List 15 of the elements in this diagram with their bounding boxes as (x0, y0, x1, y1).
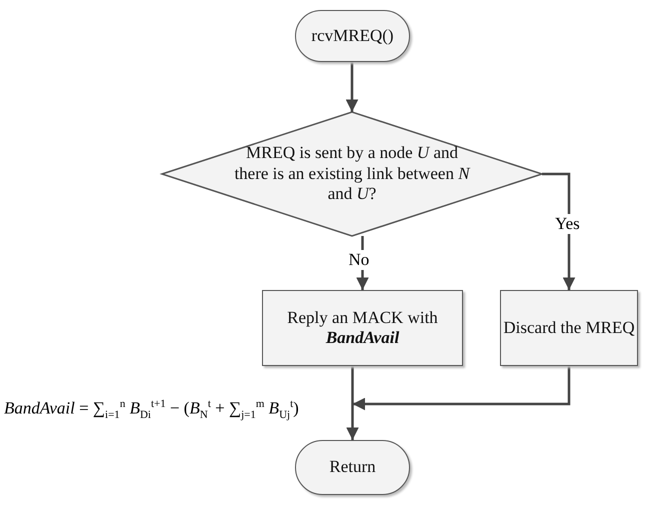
node-text: Discard the MREQ (503, 318, 635, 338)
terminal-box (295, 440, 410, 495)
node-text: MREQ is sent by a node U and there is an existing link between N and U? (233, 143, 472, 205)
arrow (346, 366, 359, 440)
node-text: Reply an MACK with BandAvail (286, 308, 439, 348)
edge-label: No (346, 250, 372, 270)
node-text: Return (329, 457, 376, 478)
process-box (500, 290, 638, 366)
process-box (262, 290, 463, 366)
arrow (352, 366, 570, 410)
node-text: rcvMREQ() (311, 26, 394, 46)
edge-label: Yes (553, 214, 582, 234)
terminal-box (295, 10, 410, 62)
formula: BandAvail = ∑$_{i=1}$$^{n}$ B$_{Di}$$^{t+1}$ − (B$_{N}$$^{t}$ + ∑$_{j=1}$$^{m}$ B$_{Uj}$$^{t}$) (4, 398, 299, 422)
arrow (346, 62, 358, 112)
